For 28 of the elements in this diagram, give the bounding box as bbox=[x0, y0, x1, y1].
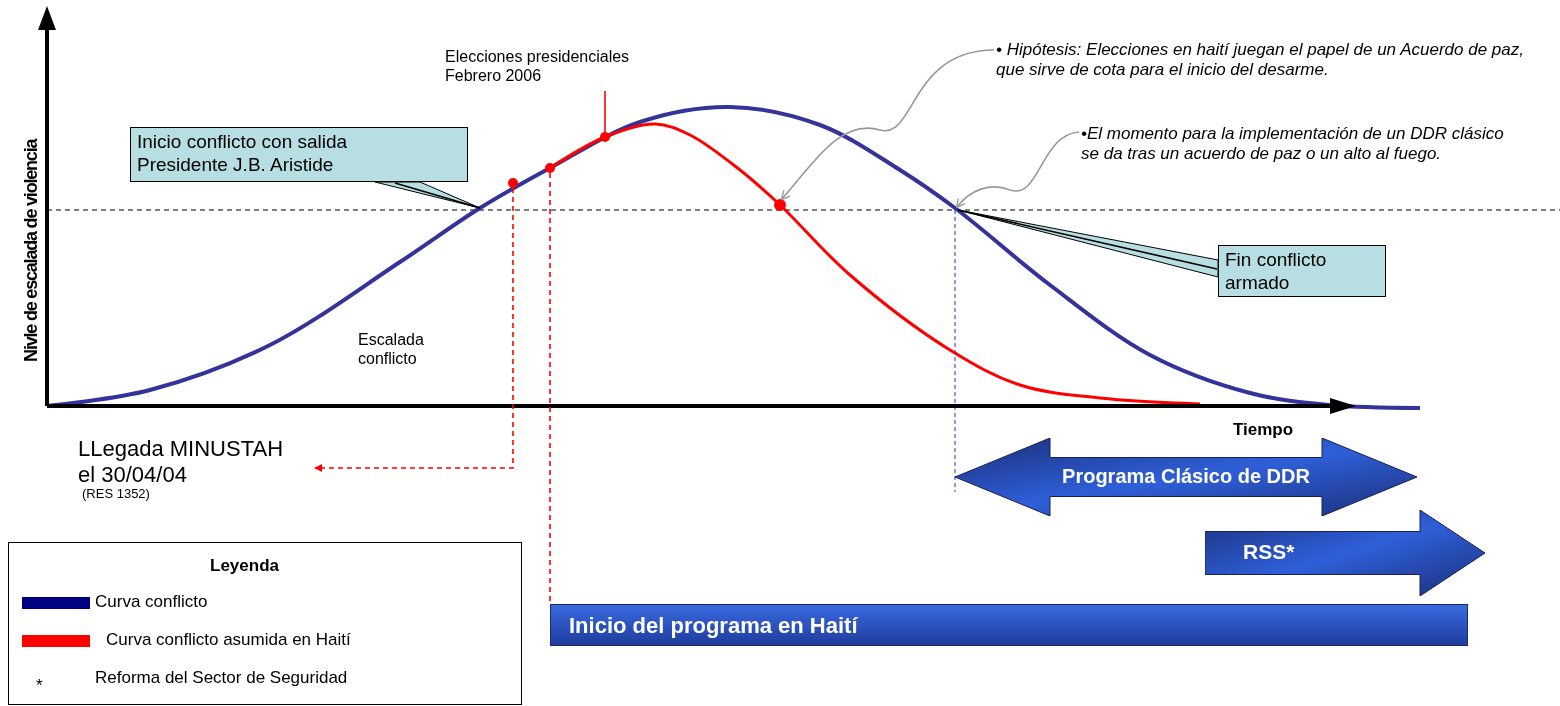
callout-text: Fin conflicto armado bbox=[1225, 249, 1328, 295]
point-marker bbox=[600, 132, 610, 142]
legend-title: Leyenda bbox=[210, 556, 280, 577]
reference-note: (RES 1352) bbox=[82, 486, 150, 502]
arrow bbox=[780, 49, 995, 201]
point-marker bbox=[545, 163, 555, 173]
legend-text: Curva conflicto bbox=[95, 592, 208, 612]
callout-box bbox=[1218, 245, 1386, 297]
connector-line bbox=[604, 90, 606, 133]
arrow bbox=[955, 131, 1080, 209]
annotation-text: Elecciones presidenciales Febrero 2006 bbox=[445, 47, 631, 86]
annotation-text: LLegada MINUSTAH el 30/04/04 bbox=[78, 436, 284, 489]
annotation-text: •El momento para la implementación de un DDR clásico se da tras un acuerdo de paz o un alto al fuego. bbox=[1081, 124, 1505, 165]
bar-label: Inicio del programa en Haití bbox=[569, 613, 858, 640]
callout-text: Inicio conflicto con salida Presidente J.B. Aristide bbox=[137, 131, 349, 177]
point-marker bbox=[508, 178, 518, 188]
region-label: Escalada conflicto bbox=[358, 330, 425, 369]
arrow bbox=[314, 187, 514, 472]
legend-text: Curva conflicto asumida en Haití bbox=[106, 630, 351, 650]
legend-marker: * bbox=[36, 676, 44, 697]
legend-text: Reforma del Sector de Seguridad bbox=[95, 668, 348, 688]
program-bar bbox=[550, 604, 1468, 646]
axis-title: Nivle de escalada de violencia bbox=[21, 138, 43, 364]
arrow-label: RSS* bbox=[1243, 539, 1295, 565]
axis-title: Tiempo bbox=[1233, 420, 1295, 441]
arrow-label: Programa Clásico de DDR bbox=[1061, 464, 1311, 488]
point-marker bbox=[774, 199, 786, 211]
annotation-text: • Hipótesis: Elecciones en haití juegan el papel de un Acuerdo de paz, que sirve de cota para el inicio del desarme. bbox=[996, 40, 1525, 81]
